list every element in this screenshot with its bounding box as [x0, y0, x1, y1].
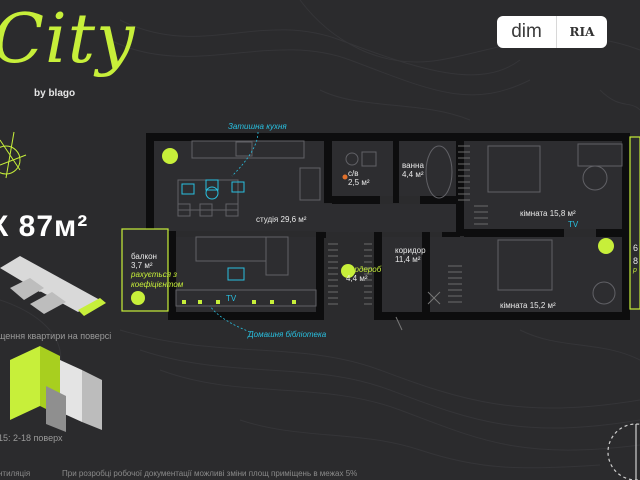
sections-caption: 15: 2-18 поверх — [0, 433, 63, 443]
brand-logo: City — [0, 0, 136, 79]
library-annotation: Домашня бібліотека — [248, 330, 327, 339]
apartment-area-title: К 87м² — [0, 210, 88, 244]
bedroom2-label: кімната 15,2 м² — [500, 301, 556, 310]
studio-label: студія 29,6 м² — [256, 215, 307, 224]
floor-position-diagram — [0, 256, 106, 316]
area-prefix: К — [0, 210, 9, 243]
bedroom1-tv-label: TV — [568, 220, 579, 229]
building-sections-diagram — [10, 346, 102, 432]
right-edge-label-top: 6 — [633, 243, 639, 253]
ventilation-caption: нтиляція — [0, 469, 31, 478]
ria-logo: RIA — [556, 16, 607, 48]
area-disclaimer: При розробці робочої документації можлив… — [62, 469, 358, 478]
compass-icon — [607, 423, 640, 480]
right-edge-label-mid: 8 — [633, 256, 639, 266]
dimria-badge[interactable]: dim RIA — [497, 16, 607, 48]
right-edge-label-small: р — [633, 267, 637, 274]
bedroom1-label: кімната 15,8 м² — [520, 209, 576, 218]
studio-tv-label: TV — [226, 294, 237, 303]
kitchen-annotation: Затишна кухня — [228, 122, 287, 131]
floor-position-caption: щення квартири на поверсі — [0, 331, 112, 341]
brand-byline: by blago — [34, 88, 76, 99]
sun-sketch-icon — [0, 131, 27, 179]
dim-logo: dim — [511, 21, 542, 42]
area-value: 87м² — [18, 210, 89, 243]
